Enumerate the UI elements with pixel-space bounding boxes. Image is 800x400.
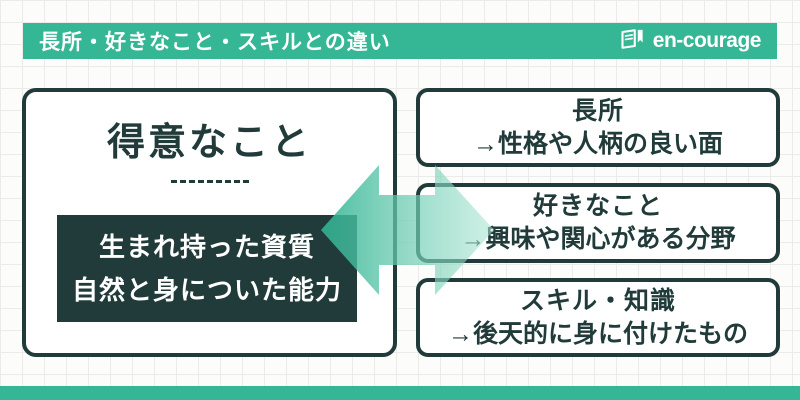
en-courage-logo: en-courage [619,27,762,56]
page-title: 長所・好きなこと・スキルとの違い [39,31,391,54]
card-title: 長所 [571,96,624,125]
skill-card: スキル・知識 →後天的に身に付けたもの [416,278,780,357]
tokui-note-box: 生まれ持った資質 自然と身についた能力 [57,215,357,322]
book-icon [619,27,647,56]
card-description: →性格や人柄の良い面 [472,129,723,158]
card-description: →後天的に身に付けたもの [447,319,748,348]
dashed-divider [170,180,249,183]
chousho-card: 長所 →性格や人柄の良い面 [416,88,780,167]
note-line: 生まれ持った資質 [98,231,315,262]
card-title: 好きなこと [532,192,663,220]
footer-bar [0,386,800,400]
card-title: スキル・知識 [519,286,676,315]
card-description: →興味や関心がある分野 [460,225,736,253]
logo-text: en-courage [652,29,762,52]
sukinakoto-card: 好きなこと →興味や関心がある分野 [416,183,780,263]
tokui-card-title: 得意なこと [106,122,312,164]
tokui-card: 得意なこと 生まれ持った資質 自然と身についた能力 [22,88,397,357]
header-bar: 長所・好きなこと・スキルとの違い en-courage [23,23,777,59]
note-line: 自然と身についた能力 [71,274,342,305]
